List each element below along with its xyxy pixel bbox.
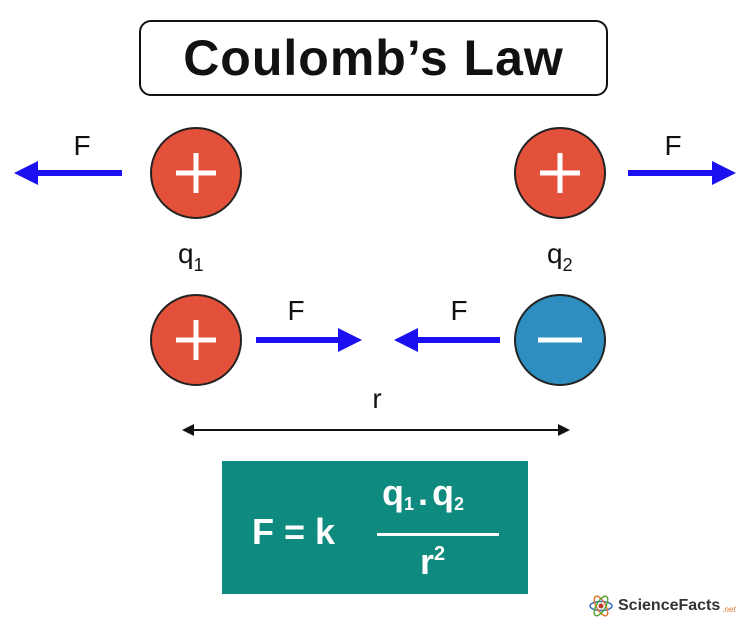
q1-label: q1 (178, 238, 204, 275)
force-label-bottom-right: F (450, 295, 467, 326)
plus-icon (176, 320, 216, 360)
formula-numerator: q1.q2 (382, 472, 465, 514)
plus-icon (540, 153, 580, 193)
distance-arrow (182, 424, 570, 436)
force-label-top-left: F (73, 130, 90, 161)
atom-icon (589, 595, 613, 617)
plus-icon (176, 153, 216, 193)
fraction-bar (377, 533, 499, 536)
force-label-bottom-left: F (287, 295, 304, 326)
charge-bottom-left (150, 294, 242, 386)
force-label-top-right: F (664, 130, 681, 161)
logo-name: ScienceFacts (618, 597, 721, 614)
formula-box: F = k q1.q2 r2 (222, 461, 528, 594)
formula-denominator: r2 (420, 541, 446, 582)
title-box: Coulomb’s Law (139, 20, 608, 96)
charge-top-left (150, 127, 242, 219)
page-title: Coulomb’s Law (183, 30, 564, 86)
charge-bottom-right (514, 294, 606, 386)
logo-suffix: .net (722, 604, 736, 614)
formula-lhs: F = k (252, 511, 336, 552)
charge-top-right (514, 127, 606, 219)
distance-label: r (372, 383, 381, 414)
q2-label: q2 (547, 238, 573, 275)
sciencefacts-logo: ScienceFacts .net (588, 590, 738, 622)
